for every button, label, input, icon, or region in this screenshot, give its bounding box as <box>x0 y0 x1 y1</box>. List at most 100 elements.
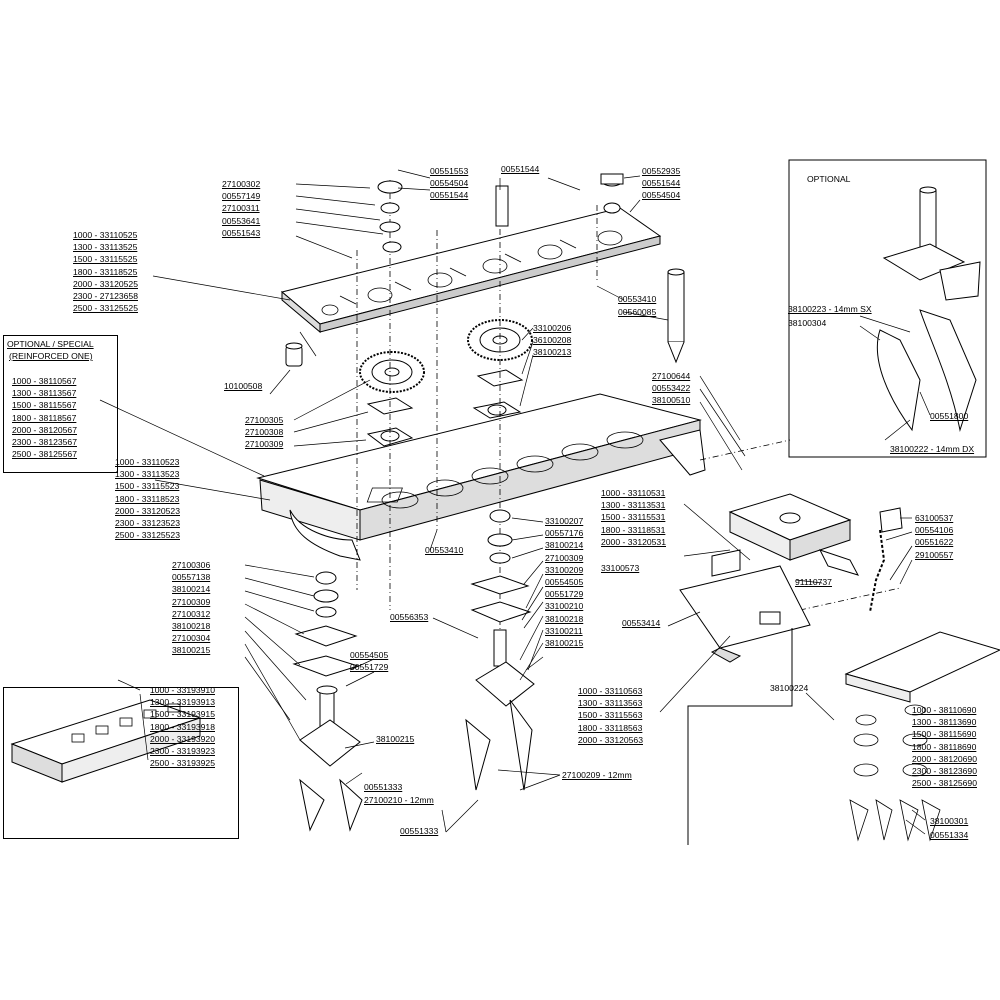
part-label: 00557149 <box>222 191 261 202</box>
part-label: 27100644 <box>652 371 691 381</box>
label-38100301: 38100301 <box>930 816 969 826</box>
part-label: 00553422 <box>652 383 691 394</box>
list-item: 1500 - 33115531 <box>601 512 666 523</box>
pin <box>667 268 685 364</box>
optional-title: OPTIONAL <box>807 174 851 184</box>
label-00551544-top: 00551544 <box>501 164 540 174</box>
list-item: 2300 - 38123690 <box>912 765 977 776</box>
label-38100224: 38100224 <box>770 683 809 693</box>
label-33100573: 33100573 <box>601 563 640 573</box>
label-00551334: 00551334 <box>930 830 969 840</box>
left-rotor-stack <box>292 571 363 832</box>
bracket <box>679 549 811 663</box>
gearbox-list: 1000 - 33110531 1300 - 33113531 1500 - 3… <box>601 487 666 548</box>
list-item: 1000 - 33193910 <box>150 685 215 695</box>
frame-list: 1000 - 33193910 1300 - 33193913 1500 - 3… <box>150 684 215 769</box>
part-label: 38100213 <box>533 347 572 358</box>
optional-label-sx: 38100223 - 14mm SX <box>788 304 872 314</box>
label-27100210: 27100210 - 12mm <box>364 795 434 805</box>
list-item: 1500 - 33115563 <box>578 710 643 721</box>
part-label: 38100218 <box>172 620 211 631</box>
part-label: 27100311 <box>222 203 260 214</box>
top-right-labels: 00552935 00551544 00554504 <box>642 165 680 202</box>
optional-special-box <box>3 335 118 473</box>
part-label: 27100305 <box>245 415 284 425</box>
list-item: 2300 - 38123567 <box>12 436 77 447</box>
gearbox <box>728 493 860 576</box>
part-label: 63100537 <box>915 513 954 523</box>
part-label: 38100214 <box>172 584 211 595</box>
list-item: 1000 - 33110531 <box>601 488 666 498</box>
left-stack-labels: 27100306 00557138 38100214 27100309 2710… <box>172 559 210 657</box>
chain <box>869 507 903 613</box>
label-38100215-left: 38100215 <box>376 734 415 744</box>
label-00553414: 00553414 <box>622 618 661 628</box>
part-label: 00554504 <box>430 178 469 189</box>
part-label: 27100309 <box>245 439 284 450</box>
list-item: 1800 - 33118525 <box>73 266 138 277</box>
list-item: 1000 - 33110523 <box>115 457 180 467</box>
list-item: 2500 - 33125525 <box>73 303 138 314</box>
optional-special-title: OPTIONAL / SPECIAL <box>7 339 94 349</box>
part-label: 33100207 <box>545 516 584 526</box>
small-assembly-list: 1000 - 38110690 1300 - 38113690 1500 - 3… <box>912 704 977 789</box>
label-10100508: 10100508 <box>224 381 263 391</box>
part-label: 00552935 <box>642 166 681 176</box>
optional-label-38100304: 38100304 <box>788 318 827 328</box>
list-item: 2300 - 27123658 <box>73 290 138 301</box>
right-mid-labels: 27100644 00553422 38100510 <box>652 370 690 407</box>
list-item: 1800 - 38118567 <box>12 412 77 423</box>
part-label: 36100208 <box>533 335 572 346</box>
list-item: 2500 - 38125567 <box>12 449 77 460</box>
list-item: 1500 - 33115525 <box>73 254 138 265</box>
chain-labels: 63100537 00554106 00551622 29100557 <box>915 512 953 561</box>
left-small-labels: 00554505 00551729 <box>350 649 388 673</box>
top-bearings <box>285 173 624 367</box>
bracket-list: 1000 - 33110563 1300 - 33113563 1500 - 3… <box>578 685 643 746</box>
part-label: 00551729 <box>545 589 584 600</box>
list-item: 1500 - 33115523 <box>115 481 180 492</box>
list-item: 2000 - 33193920 <box>150 733 215 744</box>
gear-left-labels: 27100305 27100308 27100309 <box>245 414 283 451</box>
list-item: 2000 - 38120567 <box>12 424 77 435</box>
part-label: 38100215 <box>545 637 584 648</box>
list-item: 2000 - 33120563 <box>578 734 643 745</box>
list-item: 1300 - 38113690 <box>912 717 977 728</box>
list-item: 1300 - 38113567 <box>12 388 77 399</box>
part-label: 33100206 <box>533 323 572 333</box>
part-label: 27100309 <box>545 552 584 563</box>
list-item: 2500 - 38125690 <box>912 778 977 789</box>
gear-center-labels: 33100206 36100208 38100213 <box>533 322 571 359</box>
plate-list: 1000 - 33110525 1300 - 33113525 1500 - 3… <box>73 229 138 314</box>
part-label: 27100302 <box>222 179 261 189</box>
optional-special-list: 1000 - 38110567 1300 - 38113567 1500 - 3… <box>12 375 77 460</box>
list-item: 1800 - 33118523 <box>115 493 180 504</box>
part-label: 33100209 <box>545 564 584 575</box>
part-label: 00557138 <box>172 572 211 583</box>
list-item: 1800 - 33118563 <box>578 722 643 733</box>
part-label: 27100312 <box>172 608 211 619</box>
list-item: 1000 - 33110525 <box>73 230 138 240</box>
part-label: 38100214 <box>545 540 584 551</box>
list-item: 2300 - 33193923 <box>150 745 215 756</box>
list-item: 1800 - 33193918 <box>150 721 215 732</box>
list-item: 1500 - 38115567 <box>12 400 77 411</box>
list-item: 2000 - 33120525 <box>73 278 138 289</box>
list-item: 2000 - 33120531 <box>601 536 666 547</box>
list-item: 1500 - 38115690 <box>912 729 977 740</box>
optional-label-00551800: 00551800 <box>930 411 969 421</box>
list-item: 2500 - 33125523 <box>115 530 180 541</box>
part-label: 00554505 <box>545 576 584 587</box>
list-item: 1800 - 33118531 <box>601 524 666 535</box>
label-00551333-left: 00551333 <box>364 782 403 792</box>
label-27100209: 27100209 - 12mm <box>562 770 632 780</box>
part-label: 27100304 <box>172 633 211 644</box>
optional-label-dx: 38100222 - 14mm DX <box>890 444 975 454</box>
part-label: 27100308 <box>245 427 284 438</box>
part-label: 00554505 <box>350 650 389 660</box>
part-label: 00551553 <box>430 166 469 176</box>
center-rotor-stack <box>465 509 535 791</box>
part-label: 00551543 <box>222 227 261 238</box>
center-stack-labels: 33100207 00557176 38100214 27100309 3310… <box>545 515 583 649</box>
part-label: 38100218 <box>545 613 584 624</box>
